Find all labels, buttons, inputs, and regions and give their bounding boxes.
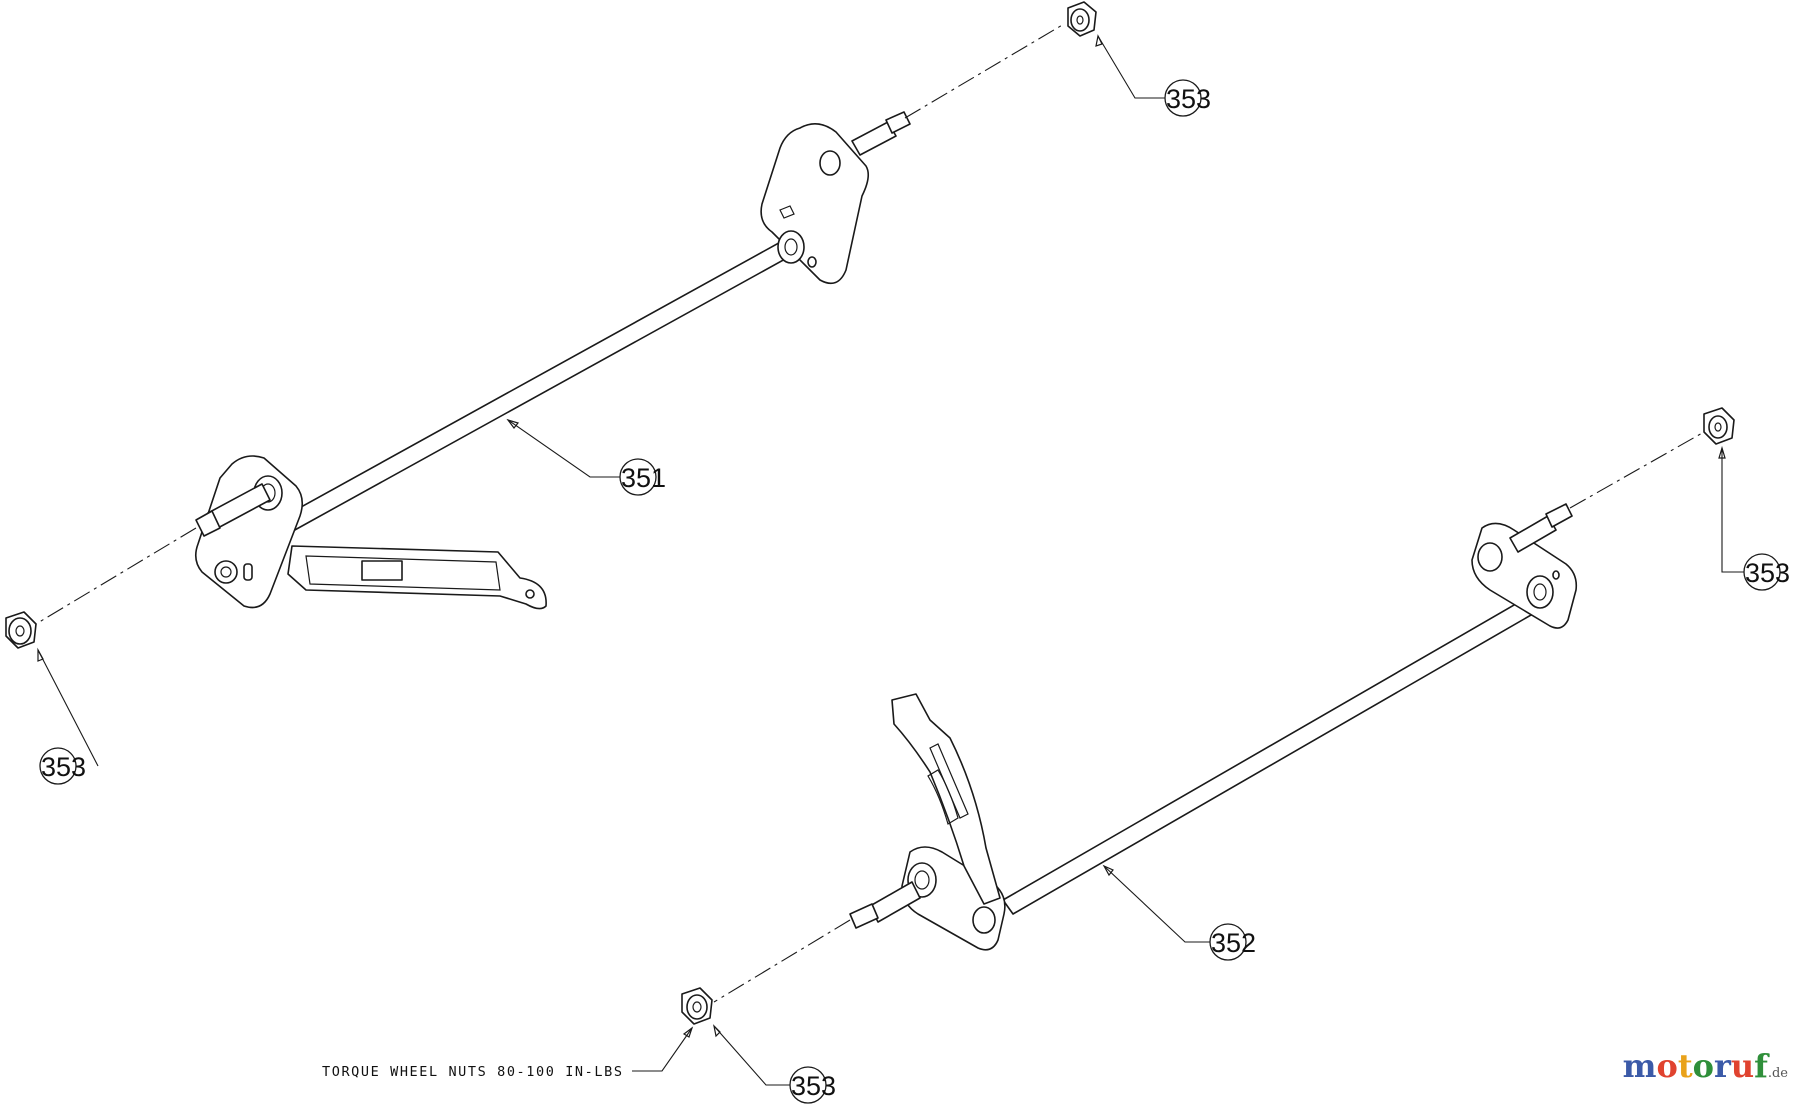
callout-353-bottom: 353 — [789, 1066, 836, 1104]
nut-right — [1703, 407, 1735, 445]
logo-letter: t — [1677, 1047, 1693, 1085]
nut-left — [5, 611, 37, 649]
motoruf-logo: motoruf.de — [1623, 1047, 1788, 1085]
callout-353-top: 353 — [1164, 79, 1211, 117]
callout-352: 352 — [1209, 923, 1256, 961]
torque-note: TORQUE WHEEL NUTS 80-100 IN-LBS — [322, 1064, 624, 1080]
centerline-right — [1569, 431, 1705, 509]
logo-letter: o — [1656, 1047, 1678, 1085]
callout-353-left: 353 — [39, 747, 86, 785]
callout-352-label: 352 — [1211, 928, 1256, 958]
nut-top — [1067, 1, 1097, 37]
centerline-left — [35, 527, 197, 625]
nut-bottom — [681, 987, 713, 1025]
axle-351 — [194, 111, 911, 610]
callout-351-label: 351 — [621, 463, 666, 493]
logo-tld: .de — [1767, 1066, 1788, 1081]
logo-letter: f — [1754, 1047, 1768, 1085]
leaders — [37, 34, 1744, 1086]
callout-351: 351 — [619, 458, 666, 496]
logo-letter: r — [1713, 1047, 1731, 1085]
callout-353-bottom-label: 353 — [791, 1071, 836, 1101]
logo-letter: u — [1730, 1047, 1755, 1085]
logo-letter: m — [1622, 1047, 1657, 1085]
centerline-bottom — [713, 919, 851, 1003]
callout-353-top-label: 353 — [1166, 84, 1211, 114]
centerline-top — [904, 23, 1065, 119]
logo-letter: o — [1692, 1047, 1714, 1085]
callout-353-right: 353 — [1743, 553, 1790, 591]
axle-352 — [849, 503, 1578, 951]
callout-353-left-label: 353 — [41, 752, 86, 782]
callout-353-right-label: 353 — [1745, 558, 1790, 588]
